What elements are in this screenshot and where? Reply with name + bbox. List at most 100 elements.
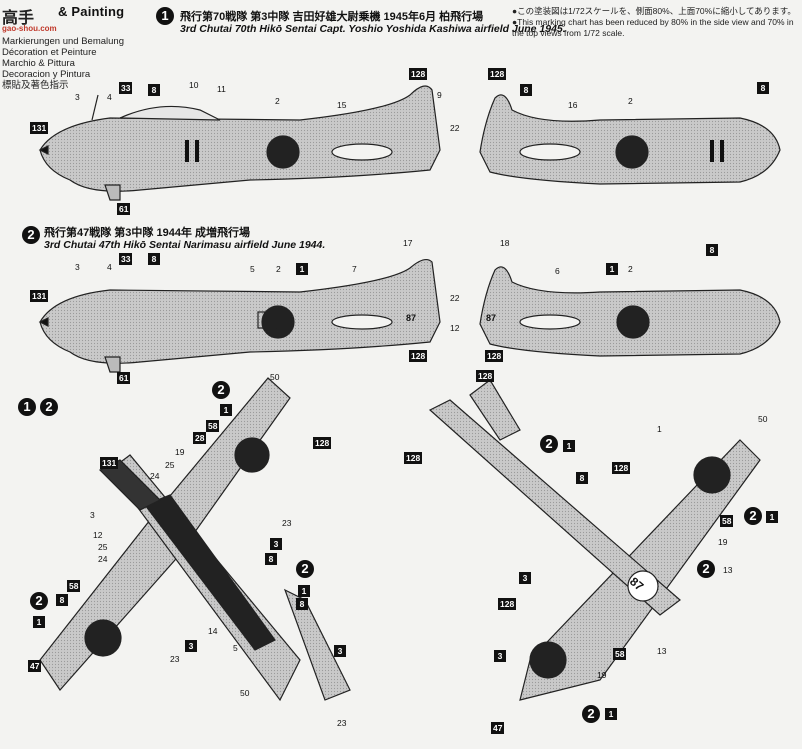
callout-128-s2: 128 (409, 350, 428, 362)
callout-33-s2: 33 (119, 253, 133, 265)
callout-22: 22 (450, 123, 460, 133)
callout-6-s2: 6 (555, 266, 560, 276)
callout-8-tl: 8 (265, 553, 277, 565)
callout-3-tr: 3 (519, 572, 531, 584)
callout-3-tr-2: 3 (494, 650, 506, 662)
callout-1-tr-3: 1 (766, 511, 778, 523)
callout-24-tl: 24 (150, 471, 160, 481)
callout-3-tl: 3 (90, 510, 95, 520)
callout-4-s2: 4 (107, 262, 112, 272)
callout-50-tl-2: 50 (240, 688, 250, 698)
callout-19-tl: 19 (175, 447, 185, 457)
scheme-1-title-en: 3rd Chutai 70th Hikō Sentai Capt. Yoshio… (180, 23, 566, 35)
callout-5-tl: 5 (233, 643, 238, 653)
scheme-2-title-en: 3rd Chutai 47th Hikō Sentai Narimasu air… (44, 239, 326, 251)
callout-3-tl-2: 3 (270, 538, 282, 550)
callout-1-tl-3: 1 (298, 585, 310, 597)
callout-128-tr: 128 (476, 370, 495, 382)
callout-3-tl-3: 3 (185, 640, 197, 652)
callout-badge-2-tr-4: 2 (697, 560, 715, 578)
callout-19-tr-2: 19 (597, 670, 607, 680)
top-view-badge-2: 2 (40, 398, 58, 416)
side-view-2-left (38, 258, 441, 373)
callout-23-tl-2: 23 (170, 654, 180, 664)
callout-8-s2-right: 8 (706, 244, 718, 256)
callout-23-tl-3: 23 (337, 718, 347, 728)
callout-28-tl: 28 (193, 432, 207, 444)
callout-badge-2-tl: 2 (212, 381, 230, 399)
scale-note-en: ●This marking chart has been reduced by … (512, 17, 794, 38)
callout-24-tl-2: 24 (98, 554, 108, 564)
tail-code-right: 87 (486, 313, 497, 323)
callout-12-tl: 12 (93, 530, 103, 540)
callout-13-tr: 13 (723, 565, 733, 575)
callout-2-right: 2 (628, 96, 633, 106)
callout-badge-2-tr-2: 2 (744, 507, 762, 525)
callout-3-s2: 3 (75, 262, 80, 272)
callout-22-s2: 22 (450, 293, 460, 303)
side-view-2-right (479, 266, 781, 357)
side-view-1-left (38, 85, 441, 201)
site-logo-url: gao-shou.com (2, 24, 57, 33)
callout-5-s2: 5 (250, 264, 255, 274)
callout-10: 10 (189, 80, 199, 90)
callout-8-right: 8 (520, 84, 532, 96)
site-logo: 高手 (2, 10, 35, 27)
callout-11: 11 (217, 84, 226, 94)
scale-note-jp: ●この塗装図は1/72スケールを、側面80%、上面70%に縮小してあります。 (512, 6, 796, 16)
callout-128: 128 (409, 68, 428, 80)
language-fr: Décoration et Peinture (2, 47, 97, 58)
callout-17-s2: 17 (403, 238, 413, 248)
callout-18-s2: 18 (500, 238, 510, 248)
callout-1-tr-2: 1 (657, 424, 662, 434)
callout-1-tl: 1 (220, 404, 232, 416)
callout-1-tl-2: 1 (33, 616, 45, 628)
callout-9: 9 (437, 90, 442, 100)
language-es: Decoracion y Pintura (2, 69, 91, 80)
callout-131-s2: 131 (30, 290, 49, 302)
language-cn: 標貼及著色指示 (2, 80, 69, 91)
callout-128-tr-2: 128 (404, 452, 423, 464)
callout-128-tr-3: 128 (612, 462, 631, 474)
language-de: Markierungen und Bemalung (2, 36, 124, 47)
scheme-1-badge: 1 (156, 7, 174, 25)
top-view-left (39, 377, 351, 702)
callout-12-s2: 12 (450, 323, 460, 333)
scheme-1-title-jp: 飛行第70戦隊 第3中隊 吉田好雄大尉乗機 1945年6月 柏飛行場 (180, 11, 484, 23)
callout-58-tr: 58 (720, 515, 734, 527)
callout-128-tl: 128 (313, 437, 332, 449)
side-view-1-right (479, 94, 781, 185)
callout-8: 8 (148, 84, 160, 96)
callout-16: 16 (568, 100, 578, 110)
callout-8-tr: 8 (576, 472, 588, 484)
callout-3-tl-4: 3 (334, 645, 346, 657)
top-view-badge-1: 1 (18, 398, 36, 416)
callout-badge-2-tr: 2 (540, 435, 558, 453)
callout-1-s2-right: 1 (606, 263, 618, 275)
top-view-right (428, 379, 761, 701)
callout-47-tl: 47 (28, 660, 42, 672)
language-it: Marchio & Pittura (2, 58, 75, 69)
callout-19-tr: 19 (718, 537, 728, 547)
callout-58-tl-2: 58 (67, 580, 81, 592)
scheme-2-title-jp: 飛行第47戦隊 第3中隊 1944年 成増飛行場 (44, 227, 250, 239)
callout-8-s2: 8 (148, 253, 160, 265)
callout-33: 33 (119, 82, 133, 94)
callout-13-tr-2: 13 (657, 646, 667, 656)
callout-2-s2: 2 (276, 264, 281, 274)
callout-15: 15 (337, 100, 347, 110)
callout-25-tl-2: 25 (98, 542, 108, 552)
callout-8-tl-3: 8 (296, 598, 308, 610)
callout-1-tr: 1 (563, 440, 575, 452)
callout-131-tl: 131 (100, 457, 119, 469)
callout-128-right: 128 (488, 68, 507, 80)
callout-badge-2-tl-3: 2 (30, 592, 48, 610)
callout-badge-2-tl-2: 2 (296, 560, 314, 578)
callout-58-tl: 58 (206, 420, 220, 432)
callout-61-s2: 61 (117, 372, 131, 384)
page-title: & Painting (58, 4, 125, 19)
callout-58-tr-2: 58 (613, 648, 627, 660)
callout-4: 4 (107, 92, 112, 102)
callout-14-tl: 14 (208, 626, 218, 636)
